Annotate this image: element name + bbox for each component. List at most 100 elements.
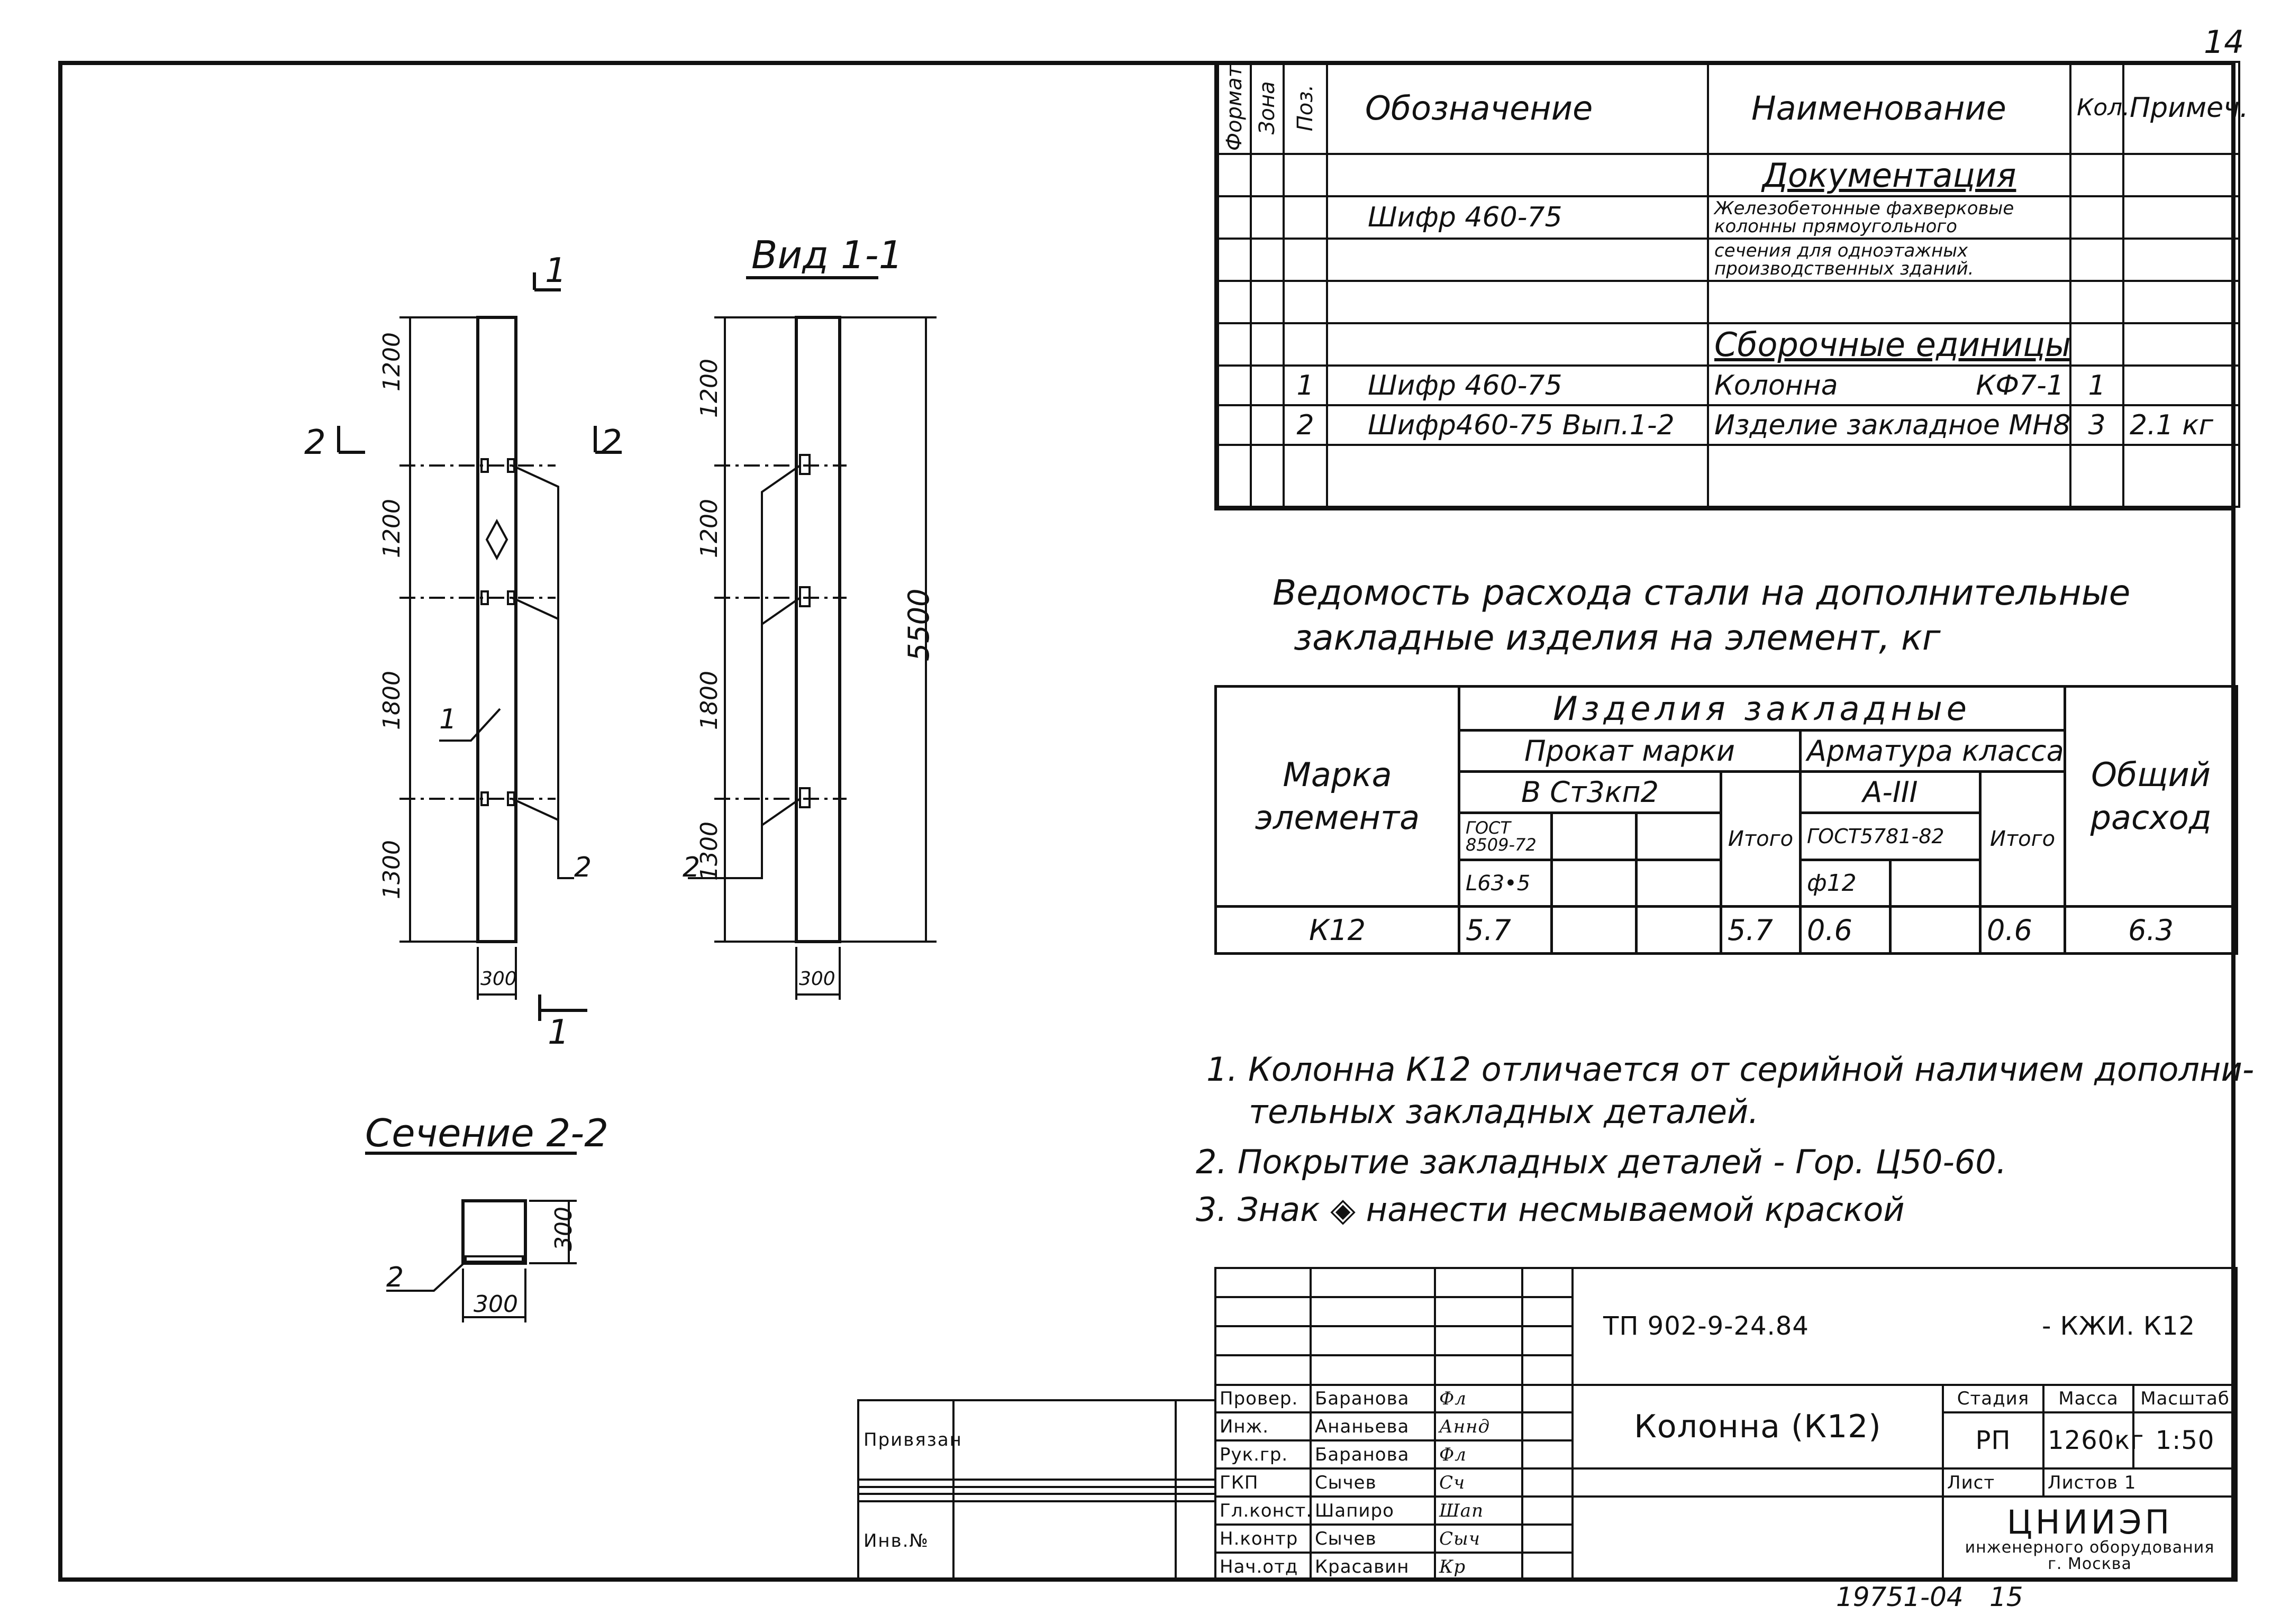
dim-right-3: 1800 — [696, 671, 723, 730]
column-view — [795, 316, 841, 943]
leader-1: 1 — [439, 704, 457, 735]
object-name: Колонна (К12) — [1571, 1383, 1944, 1470]
signature-4: Шап — [1434, 1495, 1523, 1526]
rolled-profile: L63•5 — [1458, 858, 1553, 908]
leader-2-left: 2 — [574, 852, 592, 883]
rebar-dia: ф12 — [1799, 858, 1892, 908]
archive-page: 15 — [1989, 1582, 2023, 1612]
archive-code: 19751-04 — [1836, 1582, 1964, 1612]
rolled-header: Прокат марки — [1458, 729, 1802, 773]
dim-total: 5500 — [902, 588, 935, 661]
col-pos: Поз. — [1284, 62, 1327, 154]
dim-width-right: 300 — [799, 968, 835, 990]
rebar-gost: ГОСТ5781-82 — [1799, 811, 1982, 861]
col-format: Формат — [1218, 62, 1251, 154]
note-1b: тельных закладных деталей. — [1249, 1092, 1759, 1131]
binding-stamp: Привязан Инв.№ — [857, 1399, 1216, 1582]
cut-label-bottom: 1 — [548, 1013, 569, 1052]
name-0: Баранова — [1310, 1383, 1436, 1414]
col-designation: Обозначение — [1326, 60, 1709, 156]
note-3: 3. Знак ◈ нанести несмываемой краской — [1196, 1190, 1905, 1229]
name-6: Красавин — [1310, 1552, 1436, 1582]
name-4: Шапиро — [1310, 1495, 1436, 1526]
signature-0: Фл — [1434, 1383, 1523, 1414]
role-4: Гл.конст. — [1214, 1495, 1312, 1526]
cut2-label-right: 2 — [601, 423, 622, 462]
section-assembly: Сборочные единицы — [1707, 322, 2071, 367]
section-documentation: Документация — [1707, 153, 2071, 198]
signature-5: Сыч — [1434, 1523, 1523, 1554]
col-zone: Зона — [1251, 62, 1284, 154]
doc-name-2: сечения для одноэтажных производственных… — [1707, 238, 2071, 282]
doc-name-1: Железобетонные фахверковые колонны прямо… — [1707, 195, 2071, 240]
doc-code: Шифр 460-75 — [1326, 195, 1709, 240]
name-1: Ананьева — [1310, 1411, 1436, 1442]
dim-width-left: 300 — [480, 968, 517, 990]
role-3: ГКП — [1214, 1467, 1312, 1498]
bound-label: Привязан — [857, 1399, 961, 1481]
dim-left-4: 1300 — [378, 840, 405, 899]
role-6: Нач.отд — [1214, 1552, 1312, 1582]
name-2: Баранова — [1310, 1439, 1436, 1470]
view-title: Вид 1-1 — [751, 233, 903, 277]
sheets-label: Листов 1 — [2042, 1467, 2238, 1498]
col-note: Примеч. — [2122, 60, 2248, 156]
doc-code: ТП 902-9-24.84 — [1603, 1311, 1809, 1342]
inv-label: Инв.№ — [857, 1500, 955, 1582]
steel-title-1: Ведомость расхода стали на дополнительны… — [1273, 572, 2131, 613]
dim-right-2: 1200 — [696, 499, 723, 558]
organization: ЦНИИЭП инженерного оборудования г. Москв… — [1941, 1495, 2238, 1582]
signature-2: Фл — [1434, 1439, 1523, 1470]
dim-left-3: 1800 — [378, 671, 405, 730]
dim-section-w: 300 — [474, 1291, 518, 1318]
role-5: Н.контр — [1214, 1523, 1312, 1554]
role-1: Инж. — [1214, 1411, 1312, 1442]
rolled-grade: В Ст3кп2 — [1458, 770, 1722, 815]
section-title: Сечение 2-2 — [365, 1111, 609, 1155]
overall-header: Общий расход — [2064, 685, 2239, 908]
steel-title-2: закладные изделия на элемент, кг — [1294, 617, 1941, 658]
leader-2-right: 2 — [683, 852, 701, 883]
note-2: 2. Покрытие закладных деталей - Гор. Ц50… — [1196, 1143, 2007, 1181]
page-number: 14 — [2204, 24, 2244, 61]
note-1a: 1. Колонна К12 отличается от серийной на… — [1206, 1050, 2255, 1089]
doc-suffix: - КЖИ. К12 — [2042, 1311, 2196, 1342]
scale: 1:50 — [2132, 1411, 2238, 1470]
stage: РП — [1942, 1411, 2044, 1470]
steel-consumption-table: Марка элемента Изделия закладные Общий р… — [1214, 685, 2239, 955]
rolled-total-h: Итого — [1720, 770, 1802, 908]
name-3: Сычев — [1310, 1467, 1436, 1498]
rebar-class: А-III — [1799, 770, 1982, 815]
name-5: Сычев — [1310, 1523, 1436, 1554]
table-row: К12 5.7 5.7 0.6 0.6 6.3 — [1214, 905, 2239, 955]
role-2: Рук.гр. — [1214, 1439, 1312, 1470]
items-header: Изделия закладные — [1457, 685, 2067, 732]
signature-6: Кр — [1434, 1552, 1523, 1582]
mass: 1260кг — [2042, 1411, 2143, 1470]
role-0: Провер. — [1214, 1383, 1312, 1414]
table-row: 2 Шифр460-75 Вып.1-2 Изделие закладное М… — [1217, 404, 2240, 446]
column-drawing — [337, 272, 937, 1322]
rolled-gost: ГОСТ 8509-72 — [1458, 811, 1553, 861]
sheet-label: Лист — [1942, 1467, 2044, 1498]
signature-3: Сч — [1434, 1467, 1523, 1498]
mark-header: Марка элемента — [1214, 685, 1460, 908]
dim-right-4: 1300 — [696, 822, 723, 881]
dim-left-1: 1200 — [378, 332, 405, 391]
specification-table: Формат Зона Поз. Обозначение Наименовани… — [1214, 60, 2248, 510]
rebar-total-h: Итого — [1978, 770, 2067, 908]
dim-section-h: 300 — [550, 1207, 577, 1251]
section-2-2 — [461, 1199, 527, 1265]
column-elevation — [476, 316, 517, 943]
rebar-header: Арматура класса — [1798, 729, 2067, 773]
title-block: ТП 902-9-24.84 - КЖИ. К12 Провер. Баранов… — [1214, 1266, 2238, 1582]
cut-label-top: 1 — [545, 251, 567, 290]
signature-1: Аннд — [1434, 1411, 1523, 1442]
col-name: Наименование — [1707, 60, 2071, 156]
dim-left-2: 1200 — [378, 499, 405, 558]
cut2-label-left: 2 — [304, 423, 326, 462]
col-qty: Кол. — [2069, 60, 2130, 156]
leader-2-section: 2 — [386, 1262, 404, 1293]
dim-right-1: 1200 — [696, 359, 723, 418]
